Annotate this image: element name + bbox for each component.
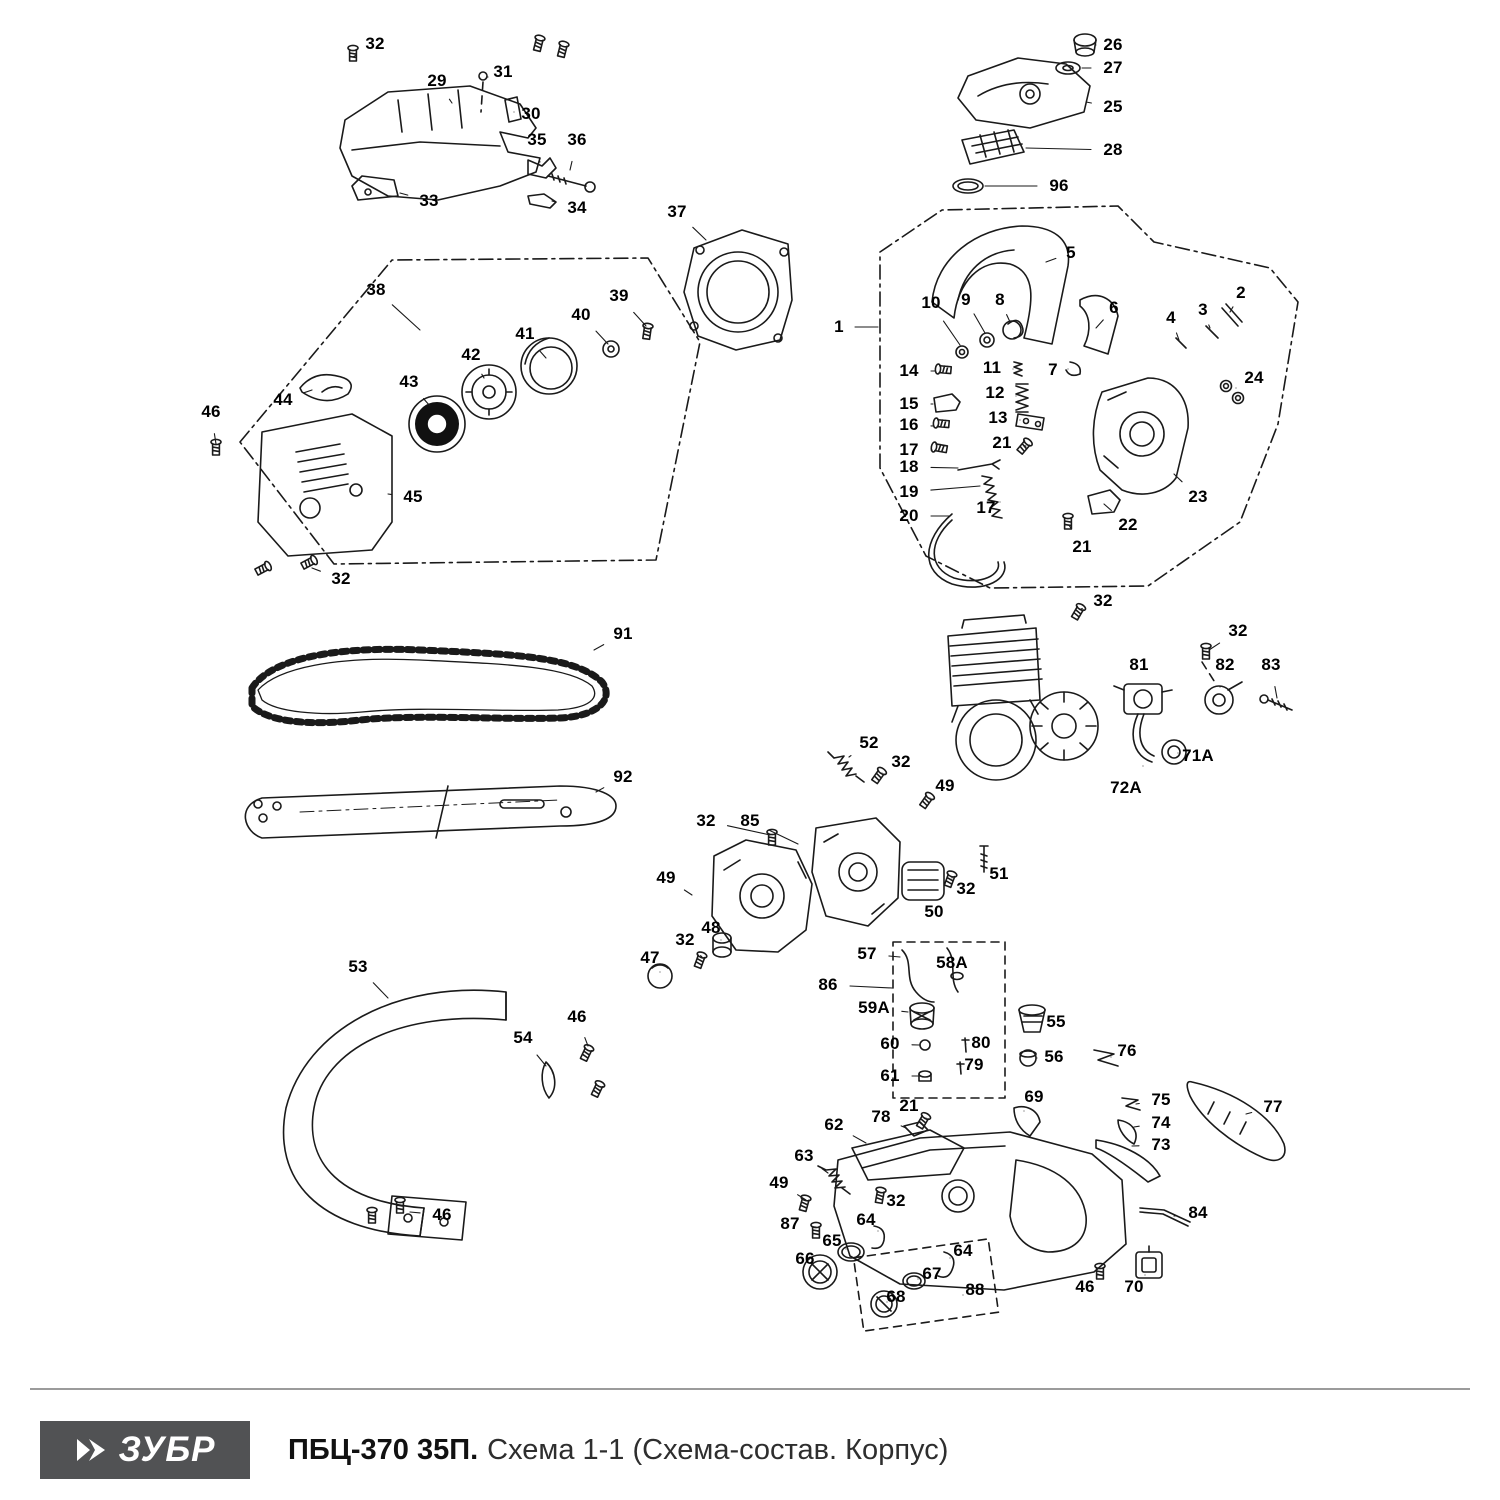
leader-line (372, 982, 389, 999)
leader-line (769, 829, 799, 845)
leader-line (1045, 257, 1057, 263)
part-handle-brake-assembly (879, 205, 1299, 622)
leader-line (399, 192, 409, 196)
leader-line (900, 1125, 907, 1129)
leader-line (1095, 319, 1104, 329)
leader-line (1208, 324, 1211, 329)
leader-line (1080, 607, 1083, 610)
leader-line (593, 644, 605, 651)
footer: ЗУБР ПБЦ-370 35П.Схема 1-1 (Схема-состав… (40, 1420, 1460, 1480)
exploded-parts-drawing (210, 33, 1299, 1332)
leader-line (1068, 524, 1072, 529)
leader-line (633, 311, 647, 327)
leader-lines (213, 44, 1278, 1303)
leader-line (1025, 147, 1092, 151)
leader-line (852, 1135, 867, 1144)
leader-line (797, 1194, 807, 1201)
leader-line (303, 389, 313, 394)
leader-line (391, 304, 421, 331)
part-engine (947, 614, 1099, 781)
part-rear-handle-tank (797, 1080, 1286, 1332)
leader-line (409, 1211, 421, 1214)
leader-line (595, 330, 609, 345)
part-cap-plug-group (956, 1004, 1119, 1075)
leader-line (1103, 503, 1112, 512)
leader-line (1208, 642, 1221, 651)
part-starter-assembly (210, 257, 701, 578)
leader-line (1085, 101, 1092, 104)
leader-line (213, 433, 217, 445)
part-air-filter-assembly (952, 33, 1097, 194)
zubr-logo: ЗУБР (40, 1421, 250, 1479)
zubr-arrows-icon (76, 1439, 105, 1461)
leader-line (551, 200, 557, 203)
leader-line (1175, 332, 1180, 341)
leader-line (849, 985, 893, 989)
leader-line (1006, 314, 1011, 323)
leader-line (1133, 1125, 1140, 1128)
leader-line (692, 226, 707, 241)
leader-line (1173, 473, 1183, 483)
leader-line (569, 160, 573, 171)
schema-subtitle: Схема 1-1 (Схема-состав. Корпус) (487, 1433, 949, 1466)
leader-line (352, 54, 357, 58)
leader-line (700, 955, 703, 958)
document-title: ПБЦ-370 35П.Схема 1-1 (Схема-состав. Кор… (288, 1434, 948, 1467)
leader-line (683, 889, 693, 896)
part-crankcase-mount (647, 751, 989, 989)
leader-line (973, 313, 986, 334)
leader-line (888, 955, 901, 958)
leader-line (1245, 1111, 1253, 1115)
leader-line (821, 1168, 829, 1174)
leader-line (311, 567, 321, 572)
leader-line (448, 98, 453, 104)
leader-line (1274, 686, 1278, 699)
part-fuel-hose-group (892, 941, 1006, 1099)
leader-line (811, 1225, 817, 1228)
part-guide-bar (244, 785, 617, 839)
leader-line (538, 350, 547, 359)
leader-line (930, 485, 981, 491)
leader-line (422, 398, 431, 407)
part-fan-housing (683, 229, 793, 351)
leader-line (942, 320, 961, 346)
leader-line (1135, 1102, 1140, 1105)
leader-line (1229, 306, 1234, 313)
leader-line (901, 1010, 909, 1013)
leader-line (481, 373, 485, 379)
part-top-cover-assembly (339, 33, 596, 209)
part-carburetor-group (1113, 642, 1293, 765)
part-front-handle (282, 989, 607, 1241)
leader-line (848, 755, 852, 758)
leader-line (595, 787, 605, 793)
part-saw-chain (248, 645, 610, 727)
brand-name: ЗУБР (118, 1430, 216, 1469)
leader-line (930, 466, 959, 469)
leader-line (726, 825, 771, 836)
leader-line (536, 1054, 547, 1067)
model-name: ПБЦ-370 35П. (288, 1433, 479, 1466)
leader-line (584, 1037, 589, 1047)
footer-divider (30, 1388, 1470, 1390)
